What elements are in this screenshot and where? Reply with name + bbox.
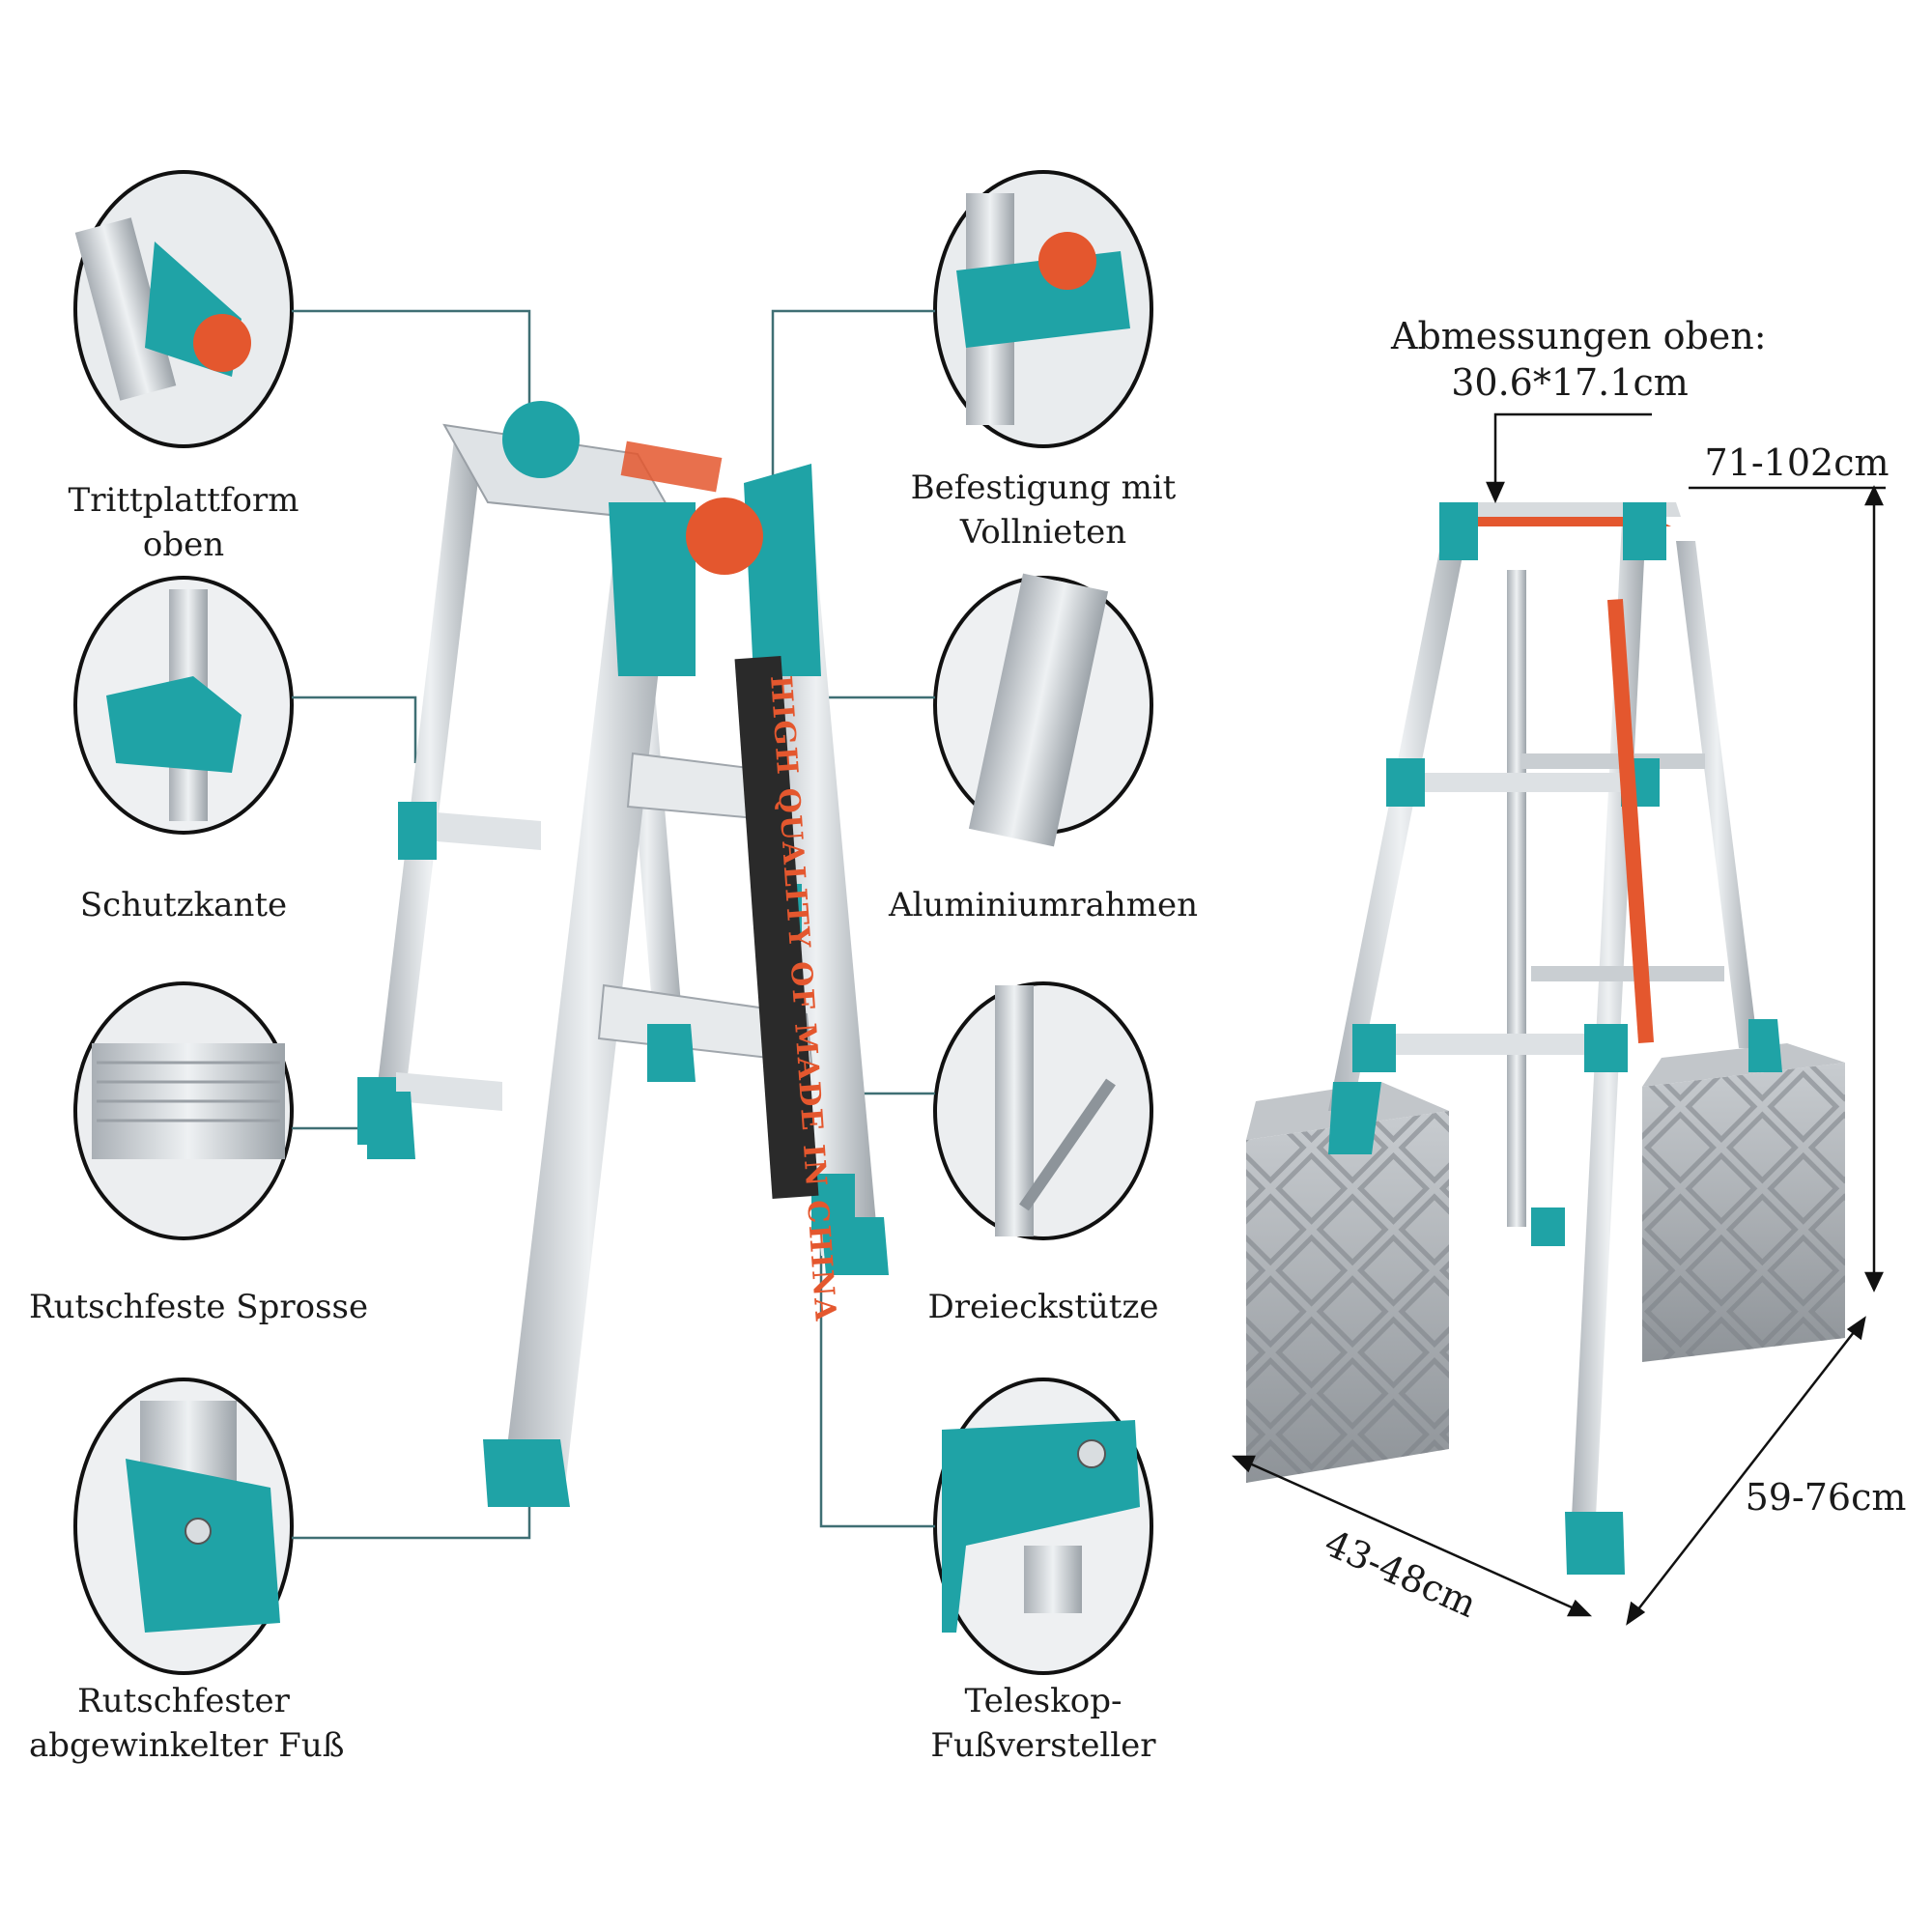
feature-label-line1: Befestigung mit	[910, 469, 1177, 507]
dimension-height-label: 71-102cm	[1704, 441, 1889, 484]
right-ladder-on-boxes	[1246, 502, 1845, 1575]
feature-label-line1: Rutschfester	[77, 1682, 290, 1720]
feature-label-triangle-brace: Dreieckstütze	[898, 1285, 1188, 1329]
detail-circle-triangle-brace	[933, 981, 1153, 1240]
feature-label-line2: oben	[142, 526, 225, 564]
feature-label-full-rivets: Befestigung mit Vollnieten	[898, 466, 1188, 554]
detail-circle-top-platform	[73, 170, 294, 448]
feature-label-angled-foot: Rutschfester abgewinkelter Fuß	[29, 1679, 345, 1768]
feature-label-telescopic-foot: Teleskop- Fußversteller	[898, 1679, 1188, 1768]
detail-circle-aluminium-frame	[933, 573, 1153, 847]
feature-label-line1: Aluminiumrahmen	[889, 886, 1199, 924]
dimension-depth-label: 59-76cm	[1745, 1476, 1907, 1519]
feature-label-protective-edge: Schutzkante	[39, 883, 328, 927]
center-ladder-illustration: HIGH QUALITY OF MADE IN CHINA	[357, 401, 889, 1507]
feature-label-line1: Rutschfeste Sprosse	[29, 1288, 369, 1326]
dimension-top-line1: Abmessungen oben:	[1391, 315, 1767, 357]
detail-circle-angled-foot	[73, 1378, 294, 1675]
feature-label-line2: abgewinkelter Fuß	[29, 1726, 345, 1765]
detail-circle-full-rivets	[933, 170, 1153, 448]
feature-label-line1: Schutzkante	[79, 886, 288, 924]
feature-label-aluminium-frame: Aluminiumrahmen	[889, 883, 1198, 927]
feature-label-line1: Dreieckstütze	[927, 1288, 1159, 1326]
feature-label-line1: Teleskop-	[964, 1682, 1122, 1720]
detail-circle-protective-edge	[73, 576, 294, 835]
dimension-top-label: Abmessungen oben: 30.6*17.1cm	[1391, 313, 1767, 406]
detail-circle-telescopic-foot	[933, 1378, 1153, 1675]
dimension-lines	[1231, 412, 1886, 1626]
feature-label-line1: Trittplattform	[68, 481, 299, 520]
dimension-top-line2: 30.6*17.1cm	[1451, 361, 1689, 404]
feature-label-line2: Fußversteller	[930, 1726, 1156, 1765]
feature-label-line2: Vollnieten	[959, 513, 1127, 552]
feature-label-nonslip-rung: Rutschfeste Sprosse	[29, 1285, 369, 1329]
detail-circle-nonslip-rung	[73, 981, 294, 1240]
feature-label-top-platform: Trittplattform oben	[39, 478, 328, 567]
